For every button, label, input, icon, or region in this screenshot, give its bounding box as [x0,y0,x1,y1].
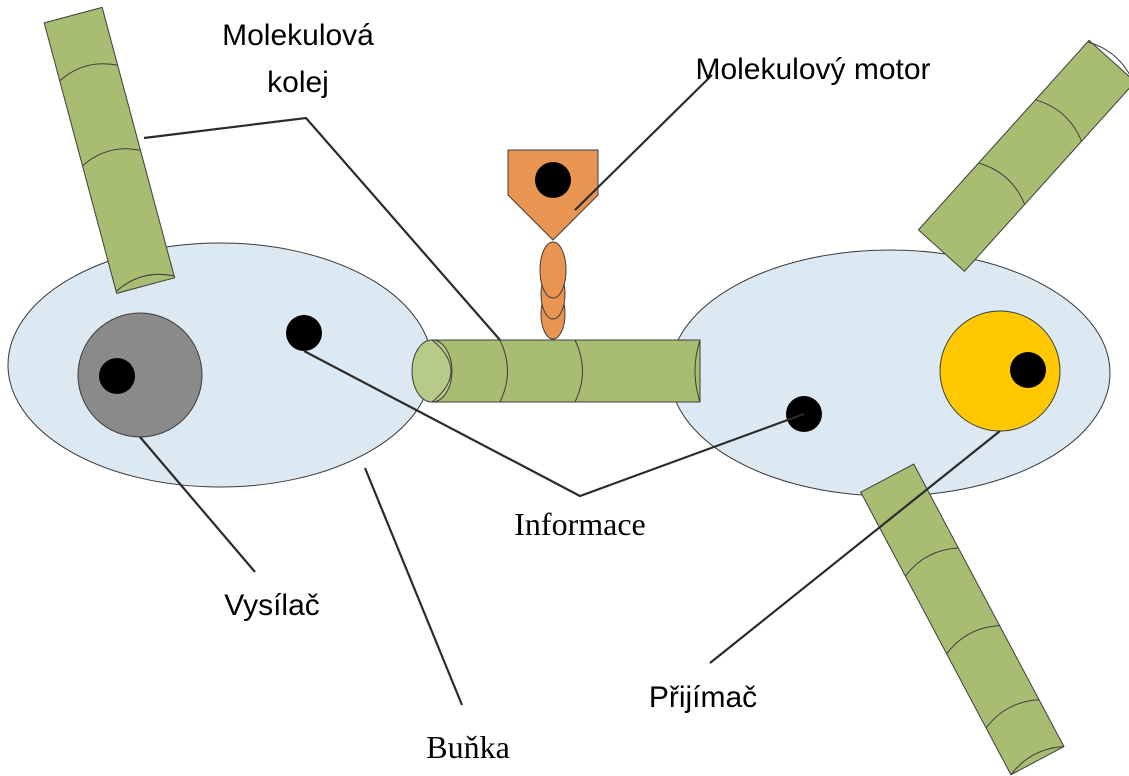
left-cell [8,243,432,487]
motor-leg [540,242,566,298]
center-track [412,340,700,402]
label-transmitter: Vysílač [224,589,320,622]
right-lower-track [861,464,1064,775]
leader-cell [365,468,462,705]
molecular-motor [508,150,598,339]
leader-molecular-motor [575,75,712,210]
motor-cargo-molecule [535,162,571,198]
label-information: Informace [514,506,645,542]
label-cell: Buňka [426,729,510,765]
transmitter-molecule [99,358,135,394]
receiver-molecule [1010,352,1046,388]
label-molecular-track-line1: Molekulová [222,19,374,52]
information-molecule-left [286,315,322,351]
label-molecular-track-line2: kolej [267,66,329,99]
left-track [44,7,174,293]
label-molecular-motor: Molekulový motor [695,53,930,86]
label-receiver: Přijímač [649,681,757,714]
transmitter-body [78,313,202,437]
center-track-end-cap [412,340,452,402]
right-upper-track [918,36,1129,271]
